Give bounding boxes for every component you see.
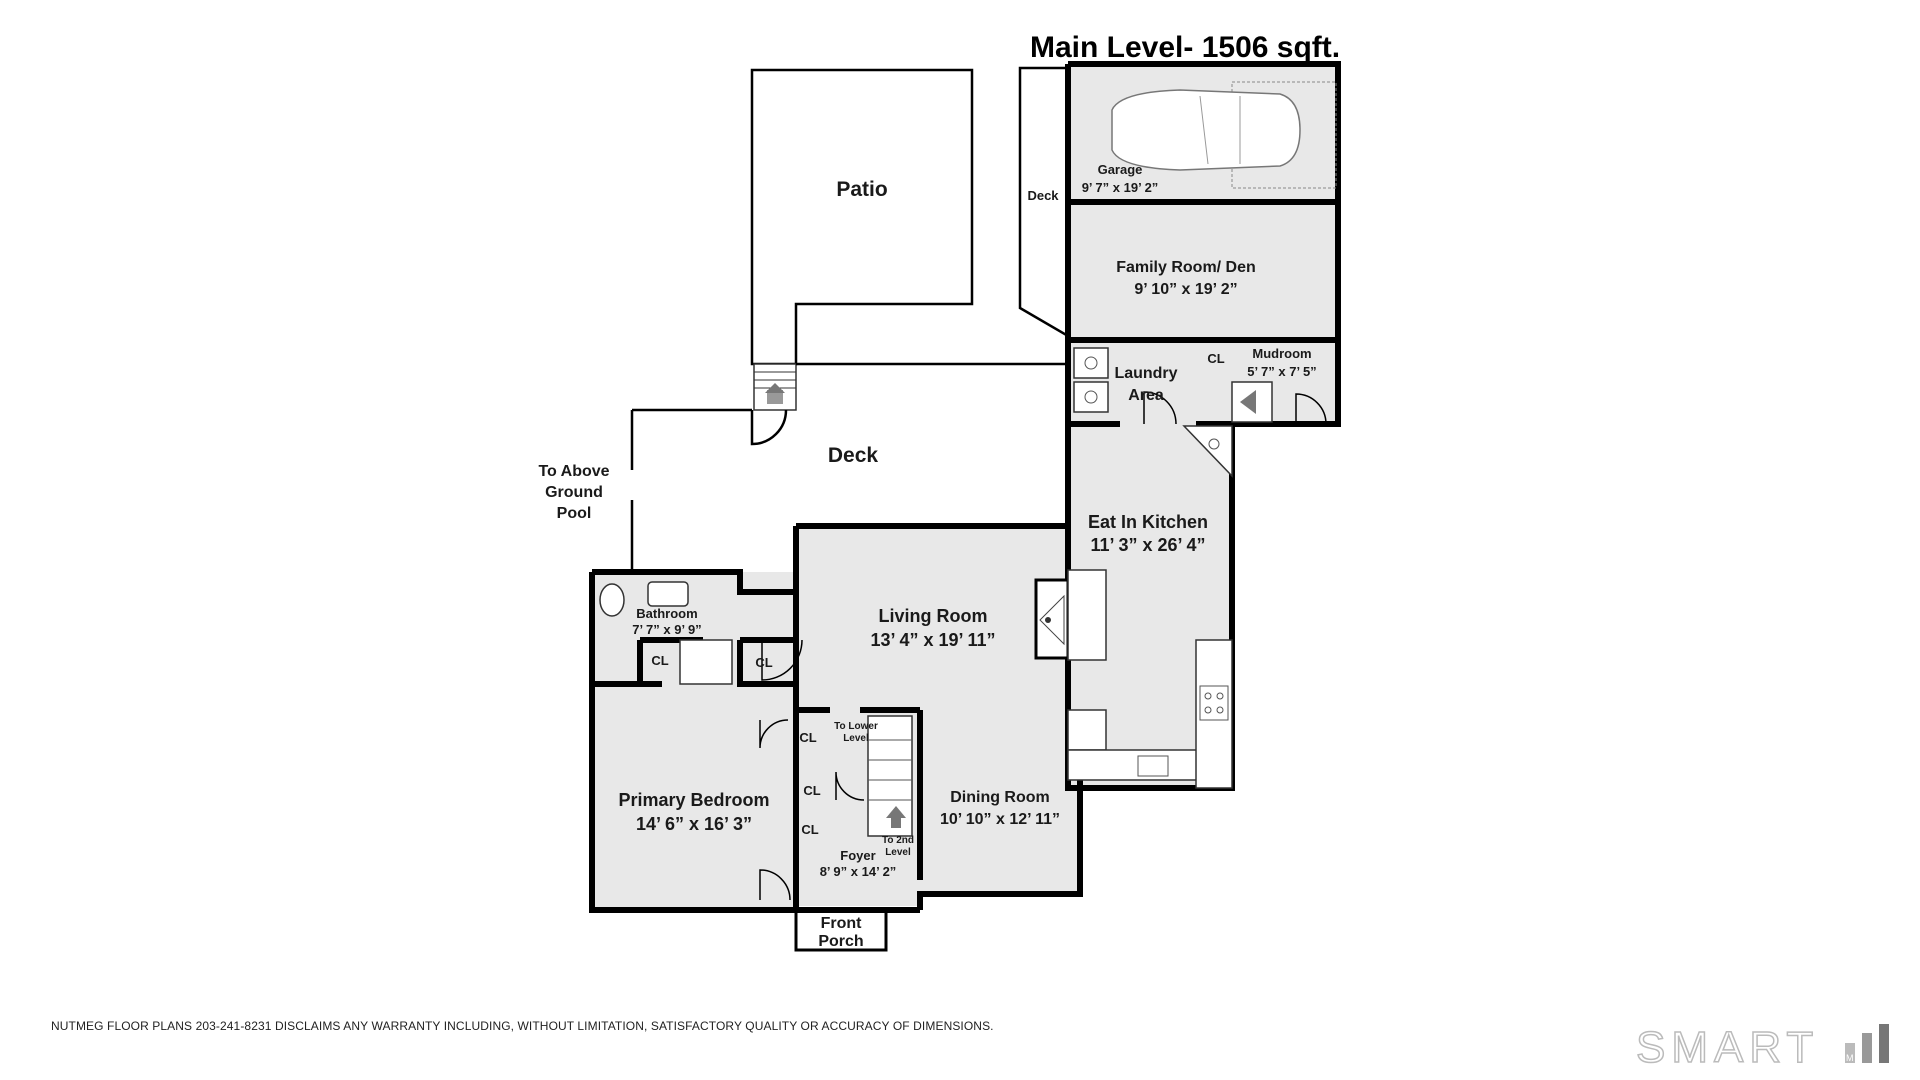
living-room-floor (796, 526, 1068, 710)
doors (759, 391, 1327, 901)
logo-suffix: M L S (1846, 1053, 1909, 1063)
side-deck-label: Deck (1027, 188, 1059, 203)
car-icon (1111, 81, 1337, 189)
entry-arrow-icon (1231, 381, 1273, 423)
closet-label-hall: CL (755, 655, 772, 670)
patio-label: Patio (836, 178, 887, 201)
smart-mls-logo: SMART M L S (1635, 1022, 1909, 1073)
pool-label-line-3: Pool (557, 505, 592, 522)
bathroom-dimensions: 7’ 7” x 9’ 9” (632, 622, 701, 637)
bathroom-label: Bathroom (636, 606, 697, 621)
family-room-label: Family Room/ Den (1116, 259, 1256, 276)
corner-stove-icon (1182, 425, 1233, 478)
laundry-label-line-1: Laundry (1114, 365, 1177, 382)
mudroom-dimensions: 5’ 7” x 7’ 5” (1247, 364, 1316, 379)
kitchen-label: Eat In Kitchen (1088, 512, 1208, 532)
closet-label-foyer-2: CL (803, 783, 820, 798)
primary-bedroom-dimensions: 14’ 6” x 16’ 3” (636, 814, 752, 834)
closet-label-foyer-3: CL (801, 822, 818, 837)
living-room-dimensions: 13’ 4” x 19’ 11” (870, 630, 995, 650)
patio-stairs (753, 363, 797, 411)
front-porch-label-line-1: Front (821, 915, 863, 932)
primary-bedroom-label: Primary Bedroom (618, 790, 769, 810)
closet-label-foyer-1: CL (799, 730, 816, 745)
front-porch-label-line-2: Porch (818, 933, 863, 950)
floor-plan-title: Main Level- 1506 sqft. (1030, 31, 1340, 64)
closet-label-laundry: CL (1207, 351, 1224, 366)
pool-label-line-1: To Above (538, 463, 609, 480)
kitchen-counters (1067, 569, 1233, 789)
logo-text: SMART (1636, 1023, 1819, 1072)
kitchen-dimensions: 11’ 3” x 26’ 4” (1090, 535, 1205, 555)
fireplace-icon (1034, 578, 1070, 660)
disclaimer-text: NUTMEG FLOOR PLANS 203-241-8231 DISCLAIM… (51, 1019, 994, 1033)
bathroom-fixtures (599, 581, 733, 685)
pool-label-line-2: Ground (545, 484, 603, 501)
mudroom-label: Mudroom (1252, 346, 1311, 361)
washer-dryer-icon (1073, 347, 1109, 413)
dining-room-floor (920, 710, 1080, 894)
family-room-dimensions: 9’ 10” x 19’ 2” (1134, 281, 1237, 298)
primary-bedroom-floor (592, 684, 796, 910)
family-room-floor (1068, 202, 1338, 340)
to-lower-level-line-2: Level (843, 733, 869, 744)
laundry-label-line-2: Area (1128, 387, 1164, 404)
patio-outline (750, 68, 974, 366)
dining-room-label: Dining Room (950, 789, 1050, 806)
living-room-label: Living Room (879, 606, 988, 626)
garage-dimensions: 9’ 7” x 19’ 2” (1082, 180, 1159, 195)
deck-gate-door (750, 409, 788, 446)
foyer-label: Foyer (840, 848, 875, 863)
to-second-level-line-1: To 2nd (882, 835, 914, 846)
garage-label: Garage (1098, 162, 1143, 177)
kitchen-floor (1068, 424, 1232, 788)
foyer-dimensions: 8’ 9” x 14’ 2” (820, 864, 897, 879)
closet-label-bath: CL (651, 653, 668, 668)
to-lower-level-line-1: To Lower (834, 721, 878, 732)
stairs-icon (867, 715, 913, 837)
to-second-level-line-2: Level (885, 847, 911, 858)
deck-label: Deck (828, 444, 879, 467)
dining-room-dimensions: 10’ 10” x 12’ 11” (940, 811, 1060, 828)
